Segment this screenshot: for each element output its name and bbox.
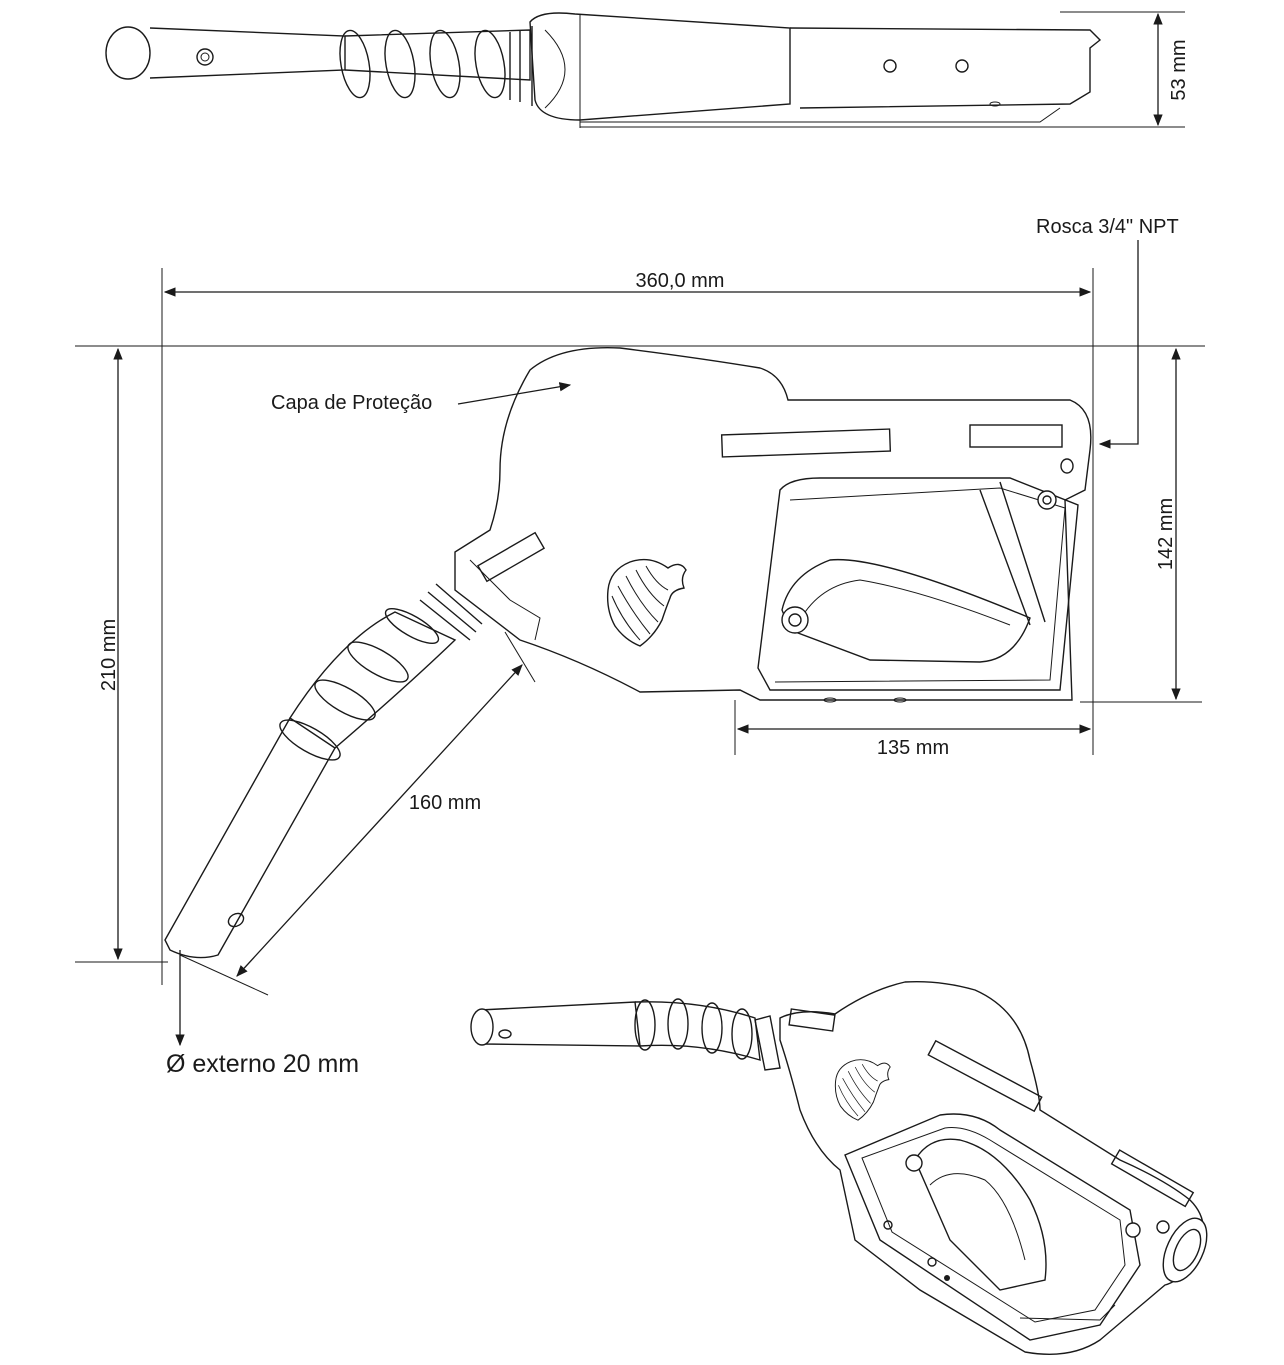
outer-diameter-callout: Ø externo 20 mm (166, 950, 359, 1078)
isometric-nozzle (470, 981, 1208, 1355)
dimension-135mm: 135 mm (734, 700, 1092, 759)
lion-head-logo (606, 558, 687, 647)
lion-head-logo-iso (834, 1059, 891, 1121)
dimension-210mm: 210 mm (75, 345, 1205, 963)
dimension-360mm: 360,0 mm (161, 268, 1094, 985)
side-view-nozzle (164, 346, 1092, 959)
dimension-142mm: 142 mm (1080, 347, 1202, 703)
outer-diameter-label: Ø externo 20 mm (166, 1050, 359, 1078)
protection-cap-label: Capa de Proteção (271, 392, 432, 414)
dim-360mm-label: 360,0 mm (636, 270, 725, 292)
dimension-53mm: 53 mm (580, 11, 1190, 128)
dim-142mm-label: 142 mm (1155, 498, 1177, 570)
dim-160mm-label: 160 mm (409, 792, 481, 814)
dim-135mm-label: 135 mm (877, 737, 949, 759)
thread-callout: Rosca 3/4" NPT (1036, 216, 1179, 449)
thread-label: Rosca 3/4" NPT (1036, 216, 1179, 238)
protection-cap-callout: Capa de Proteção (271, 382, 572, 414)
top-view-nozzle (105, 12, 1102, 128)
dim-210mm-label: 210 mm (98, 619, 120, 691)
dim-53mm-label: 53 mm (1168, 39, 1190, 100)
dimension-160mm: 160 mm (179, 631, 536, 996)
